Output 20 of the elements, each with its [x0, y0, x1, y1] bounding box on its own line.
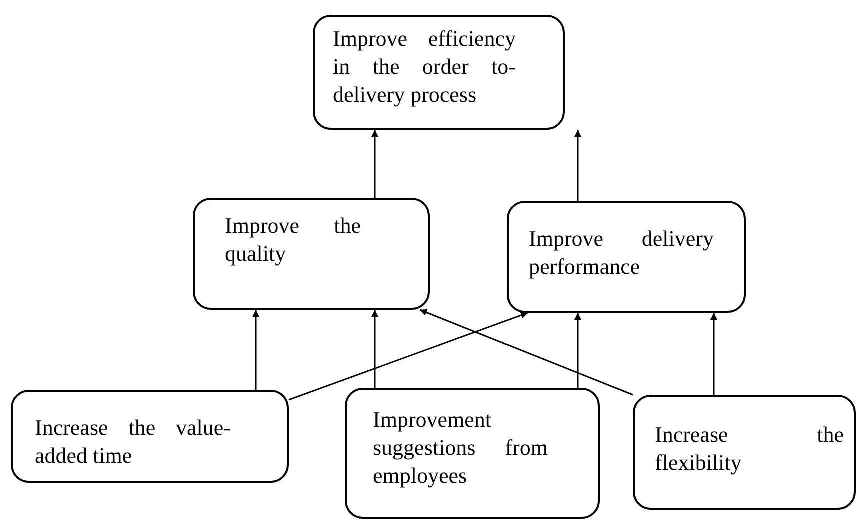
box-text: Improve the quality — [225, 212, 361, 268]
box-text: Improve delivery performance — [529, 225, 714, 281]
process-box — [313, 15, 565, 130]
process-box — [507, 201, 746, 313]
arrow — [574, 313, 582, 388]
process-box — [193, 198, 430, 310]
arrow — [288, 312, 528, 401]
process-box — [11, 390, 289, 483]
process-box — [633, 395, 856, 510]
arrow — [574, 130, 582, 201]
box-text: Improve efficiency in the order to-delivery process — [333, 25, 516, 109]
box-text: Increase the value-added time — [35, 414, 231, 470]
box-text: Increase the flexibility — [655, 421, 844, 477]
process-box — [345, 388, 600, 519]
arrow — [420, 309, 634, 396]
arrow — [710, 313, 718, 395]
arrow — [372, 130, 378, 198]
box-text: Improvement suggestions from employees — [373, 406, 548, 490]
arrow — [252, 310, 260, 390]
arrow — [372, 310, 378, 388]
